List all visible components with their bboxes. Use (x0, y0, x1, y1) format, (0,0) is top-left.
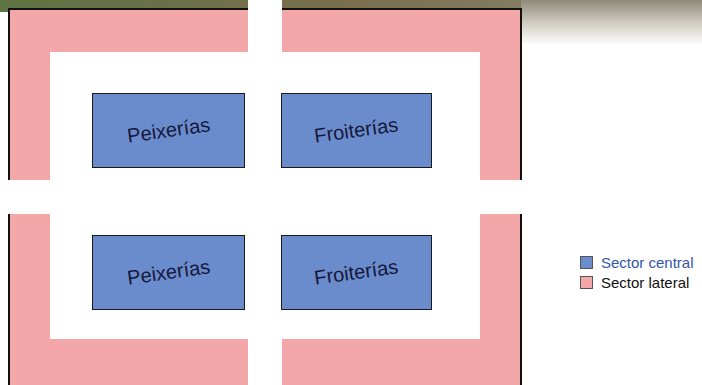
photo-fade (521, 0, 702, 45)
aisle-left (8, 180, 51, 214)
legend: Sector centralSector lateral (580, 252, 694, 292)
stall-block: Peixerías (92, 93, 245, 168)
lateral-sector (9, 9, 521, 385)
aisle-bottom (248, 338, 282, 385)
legend-row: Sector lateral (580, 272, 694, 292)
legend-swatch (580, 276, 593, 289)
stall-block: Peixerías (92, 235, 245, 310)
legend-label: Sector central (601, 254, 694, 271)
stall-label: Peixerías (126, 255, 212, 289)
stall-label: Peixerías (126, 113, 212, 147)
aisle-top (248, 0, 282, 53)
legend-row: Sector central (580, 252, 694, 272)
stall-label: Froiterías (313, 255, 400, 290)
stall-label: Froiterías (313, 113, 400, 148)
inner-aisle (50, 52, 480, 339)
legend-label: Sector lateral (601, 274, 689, 291)
stall-block: Froiterías (281, 235, 432, 310)
legend-swatch (580, 256, 593, 269)
stall-block: Froiterías (281, 93, 432, 168)
aisle-right (479, 180, 522, 214)
